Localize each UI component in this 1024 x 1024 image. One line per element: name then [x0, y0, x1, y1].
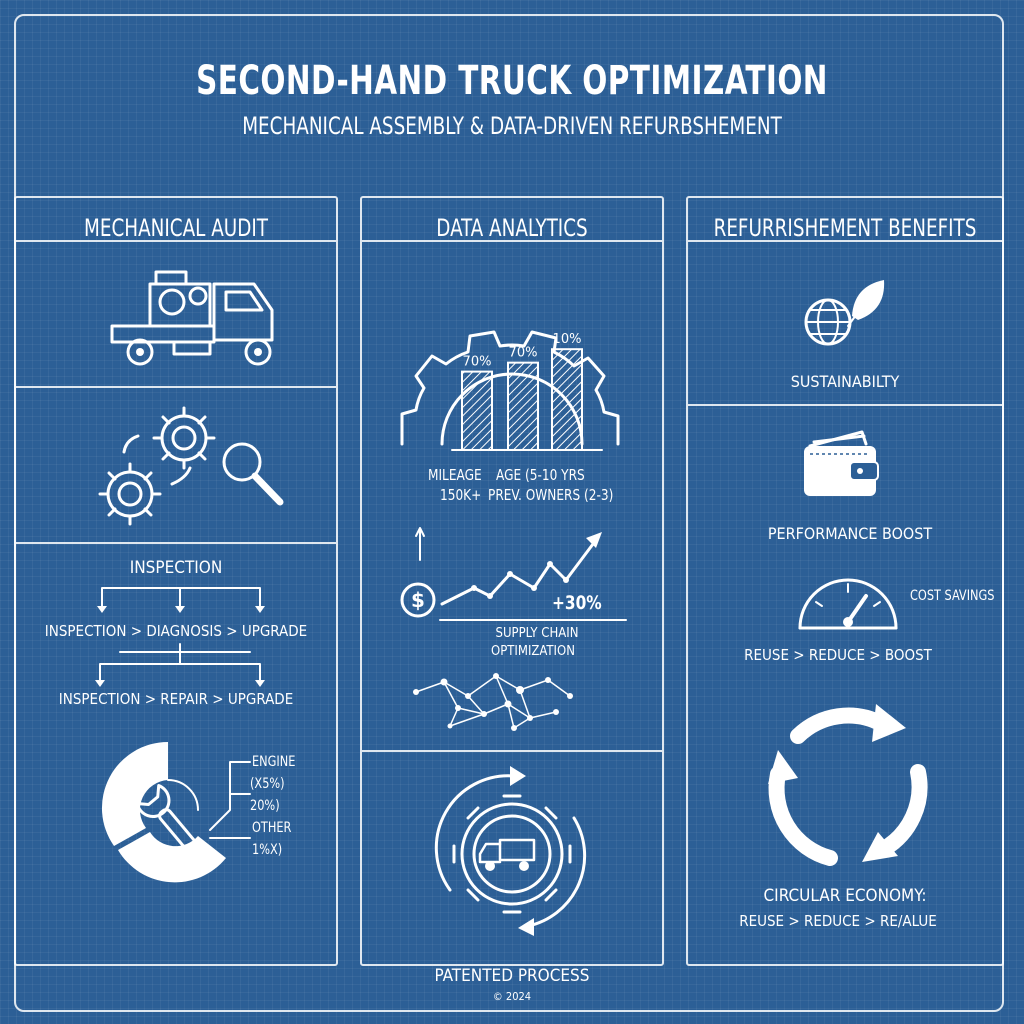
legend-mid-pct: 20%): [250, 798, 280, 814]
flow-connector-1: [97, 587, 265, 613]
wallet-icon: [804, 430, 879, 496]
flow-step-row-1: INSPECTION > DIAGNOSIS > UPGRADE: [44, 622, 308, 640]
gears-magnifier-icon: [98, 406, 284, 526]
divider: [688, 404, 1002, 406]
sustainability-label: SUSTAINABILTY: [790, 372, 900, 391]
mechanical-audit-title: MECHANICAL AUDIT: [84, 214, 268, 242]
divider: [16, 386, 336, 388]
bar-3: [551, 348, 583, 452]
age-label: AGE (5-10 YRS: [496, 466, 585, 484]
truck-engine-icon: [110, 270, 274, 366]
patented-process-label: PATENTED PROCESS: [434, 966, 590, 986]
network-graph-icon: [413, 673, 573, 731]
copyright-label: © 2024: [492, 990, 532, 1003]
reuse-boost-flow: REUSE > REDUCE > BOOST: [744, 646, 932, 664]
legend-leader-lines: [209, 761, 251, 839]
inspection-heading: INSPECTION: [129, 558, 223, 578]
bar-2: [507, 361, 539, 451]
benefits-title: REFURRISHEMENT BENEFITS: [713, 214, 977, 242]
divider: [16, 542, 336, 544]
legend-engine-pct: (X5%): [250, 776, 285, 792]
donut-segment-engine: [101, 742, 168, 846]
bar-label-3: 10%: [553, 332, 582, 347]
legend-other: OTHER: [252, 820, 292, 836]
data-analytics-title: DATA ANALYTICS: [436, 214, 588, 242]
bar-label-1: 70%: [463, 355, 492, 370]
mechanical-audit-panel: MECHANICAL AUDIT INSPECTION: [14, 196, 338, 966]
svg-text:$: $: [411, 588, 425, 612]
supply-chain-line1: SUPPLY CHAIN: [495, 626, 579, 641]
flow-connector-2: [95, 643, 265, 687]
owners-label: PREV. OWNERS (2-3): [488, 486, 614, 504]
divider: [688, 240, 1002, 242]
performance-boost-label: PERFORMANCE BOOST: [767, 524, 933, 543]
breakdown-donut-chart: [101, 742, 226, 883]
legend-engine: ENGINE: [252, 754, 296, 770]
mileage-value: 150K+: [440, 486, 482, 504]
truck-cycle-gear-icon: [434, 766, 587, 936]
flow-step-row-2: INSPECTION > REPAIR > UPGRADE: [58, 690, 294, 708]
bars-group: 70% 70% 10%: [461, 332, 583, 452]
divider: [362, 240, 662, 242]
bar-1: [461, 370, 493, 451]
divider: [362, 750, 662, 752]
page-title: SECOND-HAND TRUCK OPTIMIZATION: [196, 58, 828, 104]
bar-label-2: 70%: [509, 346, 538, 361]
supply-chain-line2: OPTIMIZATION: [491, 644, 575, 659]
page-subtitle: MECHANICAL ASSEMBLY & DATA-DRIVEN REFURB…: [242, 112, 782, 140]
mileage-label: MILEAGE: [428, 466, 482, 484]
bar-chart: 70% 70% 10%: [451, 332, 603, 452]
growth-trend-icon: $: [400, 527, 627, 621]
growth-percent: +30%: [552, 592, 602, 614]
speedometer-icon: [798, 578, 898, 630]
circular-economy-arrows-icon: [768, 704, 928, 866]
data-analytics-panel: DATA ANALYTICS 70% 70% 10% MILEAGE 150K+ A…: [360, 196, 664, 966]
globe-leaf-icon: [804, 280, 885, 346]
circular-economy-title: CIRCULAR ECONOMY:: [763, 886, 927, 906]
refurbishment-benefits-panel: REFURRISHEMENT BENEFITS SUSTAINABILTY PE…: [686, 196, 1004, 966]
legend-other-pct: 1%X): [252, 842, 283, 858]
cost-savings-label: COST SAVINGS: [910, 588, 995, 604]
divider: [16, 240, 336, 242]
circular-economy-flow: REUSE > REDUCE > RE/ALUE: [739, 912, 937, 930]
